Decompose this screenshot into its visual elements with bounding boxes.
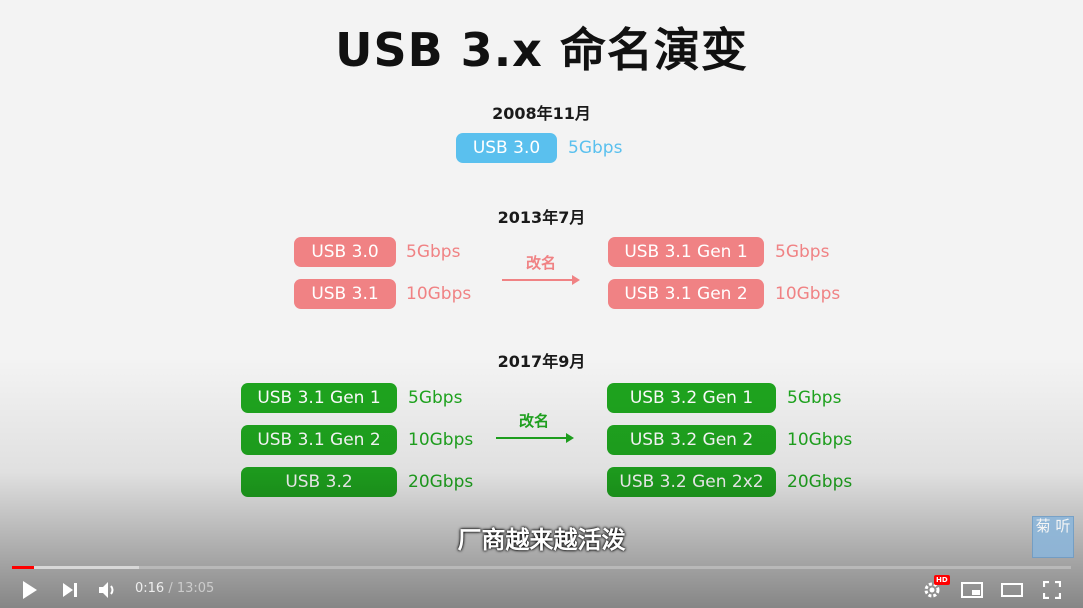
time-display: 0:16 / 13:05 bbox=[135, 581, 214, 596]
date-2017: 2017年9月 bbox=[497, 352, 586, 371]
channel-watermark[interactable]: 菊 听 bbox=[1032, 516, 1074, 558]
usb-pill: USB 3.2 Gen 2x2 bbox=[607, 467, 776, 497]
usb-pill: USB 3.1 bbox=[294, 279, 396, 309]
date-2008: 2008年11月 bbox=[492, 104, 591, 123]
rename-label: 改名 bbox=[518, 412, 549, 430]
speed-label: 5Gbps bbox=[568, 138, 623, 158]
speed-label: 20Gbps bbox=[787, 472, 853, 492]
usb-pill: USB 3.1 Gen 2 bbox=[608, 279, 764, 309]
theater-button[interactable] bbox=[997, 572, 1027, 608]
volume-button[interactable] bbox=[92, 572, 124, 608]
speed-label: 5Gbps bbox=[775, 242, 830, 262]
usb-pill: USB 3.2 Gen 2 bbox=[607, 425, 776, 455]
usb-pill: USB 3.1 Gen 1 bbox=[241, 383, 397, 413]
speed-label: 10Gbps bbox=[406, 284, 472, 304]
usb-pill: USB 3.0 bbox=[456, 133, 557, 163]
usb-pill: USB 3.1 Gen 2 bbox=[241, 425, 397, 455]
miniplayer-button[interactable] bbox=[957, 572, 987, 608]
hd-badge: HD bbox=[934, 575, 950, 585]
next-icon bbox=[63, 583, 77, 597]
usb-pill: USB 3.2 Gen 1 bbox=[607, 383, 776, 413]
usb-pill: USB 3.2 bbox=[241, 467, 397, 497]
player-controls: 0:16 / 13:05 HD bbox=[0, 572, 1083, 608]
time-separator: / bbox=[164, 581, 177, 596]
date-2013: 2013年7月 bbox=[497, 208, 586, 227]
speed-label: 20Gbps bbox=[408, 472, 474, 492]
usb-pill: USB 3.0 bbox=[294, 237, 396, 267]
fullscreen-button[interactable] bbox=[1037, 572, 1067, 608]
speed-label: 5Gbps bbox=[406, 242, 461, 262]
play-button[interactable] bbox=[14, 572, 46, 608]
progress-bar[interactable] bbox=[12, 566, 1071, 569]
speed-label: 10Gbps bbox=[787, 430, 853, 450]
rename-label: 改名 bbox=[525, 254, 556, 272]
caption-text: 厂商越来越活泼 bbox=[457, 526, 626, 554]
current-time: 0:16 bbox=[135, 581, 165, 596]
slide-title: USB 3.x 命名演变 bbox=[335, 23, 748, 77]
arrow-right-icon bbox=[496, 433, 574, 443]
speed-label: 10Gbps bbox=[775, 284, 841, 304]
fullscreen-icon bbox=[1043, 581, 1061, 599]
theater-icon bbox=[1001, 583, 1023, 597]
speed-label: 5Gbps bbox=[408, 388, 463, 408]
volume-icon bbox=[99, 582, 114, 598]
arrow-right-icon bbox=[502, 275, 580, 285]
next-button[interactable] bbox=[54, 572, 86, 608]
speed-label: 10Gbps bbox=[408, 430, 474, 450]
settings-icon bbox=[924, 582, 940, 598]
duration: 13:05 bbox=[176, 581, 215, 596]
speed-label: 5Gbps bbox=[787, 388, 842, 408]
progress-played bbox=[12, 566, 34, 569]
progress-buffered bbox=[12, 566, 140, 569]
settings-button[interactable] bbox=[918, 572, 946, 608]
miniplayer-icon bbox=[961, 582, 983, 598]
usb-pill: USB 3.1 Gen 1 bbox=[608, 237, 764, 267]
play-icon bbox=[23, 581, 37, 599]
